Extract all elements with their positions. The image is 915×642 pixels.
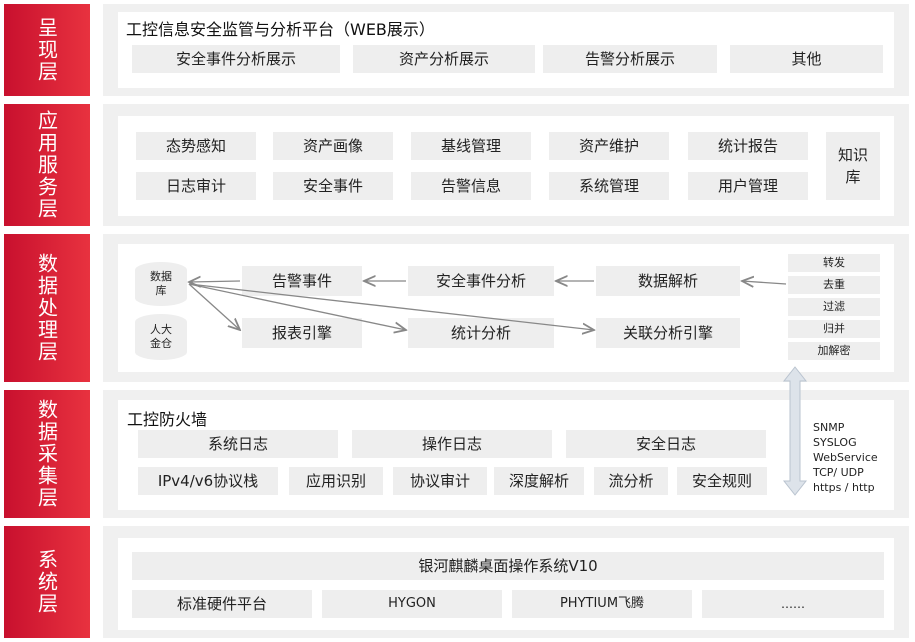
log-operation: 操作日志 (352, 430, 552, 458)
op-encrypt-decrypt: 加解密 (788, 342, 880, 360)
dp-sec-event-analysis: 安全事件分析 (408, 266, 554, 296)
op-filter: 过滤 (788, 298, 880, 316)
app-baseline-mgmt: 基线管理 (411, 132, 531, 160)
layer-label-app-service: 应用服务层 (4, 104, 90, 226)
dp-data-parse: 数据解析 (596, 266, 740, 296)
feat-flow-analysis: 流分析 (594, 467, 668, 495)
dp-correlation-engine: 关联分析引擎 (596, 318, 740, 348)
app-situation-awareness: 态势感知 (136, 132, 256, 160)
op-merge: 归并 (788, 320, 880, 338)
firewall-title: 工控防火墙 (127, 410, 208, 429)
app-log-audit: 日志审计 (136, 172, 256, 200)
arrow-db-to-report (188, 283, 240, 330)
feat-deep-parse: 深度解析 (494, 467, 584, 495)
arrow-db-to-stat (188, 283, 406, 330)
presentation-item-alert: 告警分析展示 (543, 45, 717, 73)
db-cylinder-1: 数据库 (135, 262, 187, 306)
app-knowledge-base: 知识库 (826, 132, 880, 200)
app-system-mgmt: 系统管理 (549, 172, 669, 200)
arrow-db-to-correlation (188, 283, 594, 330)
app-alert-info: 告警信息 (411, 172, 531, 200)
platform-standard-hw: 标准硬件平台 (132, 590, 312, 618)
db-label: 数据库 (150, 270, 172, 297)
protocol-tcp-udp: TCP/ UDP (813, 466, 864, 479)
feat-app-identify: 应用识别 (289, 467, 383, 495)
platform-more: …… (702, 590, 884, 618)
layer-label-data-processing: 数据处理层 (4, 234, 90, 382)
app-user-mgmt: 用户管理 (688, 172, 808, 200)
feat-security-rules: 安全规则 (677, 467, 767, 495)
inner-data-processing (118, 244, 894, 372)
platform-hygon: HYGON (322, 590, 502, 618)
log-security: 安全日志 (566, 430, 766, 458)
layer-label-presentation: 呈现层 (4, 4, 90, 96)
presentation-item-other: 其他 (730, 45, 883, 73)
log-system: 系统日志 (138, 430, 338, 458)
system-os: 银河麒麟桌面操作系统V10 (132, 552, 884, 580)
presentation-item-security-event: 安全事件分析展示 (132, 45, 340, 73)
app-asset-maintenance: 资产维护 (549, 132, 669, 160)
app-asset-profile: 资产画像 (273, 132, 393, 160)
layer-label-system: 系统层 (4, 526, 90, 638)
presentation-item-asset: 资产分析展示 (353, 45, 535, 73)
protocol-syslog: SYSLOG (813, 436, 857, 449)
protocol-list: SNMP SYSLOG WebService TCP/ UDP https / … (813, 420, 878, 495)
protocol-snmp: SNMP (813, 421, 845, 434)
protocol-webservice: WebService (813, 451, 878, 464)
app-stat-report: 统计报告 (688, 132, 808, 160)
dp-report-engine: 报表引擎 (242, 318, 362, 348)
db-cylinder-2: 人大金仓 (135, 314, 187, 360)
arrow-ops-to-parse (742, 281, 787, 284)
dp-alert-event: 告警事件 (242, 266, 362, 296)
arrow-alert-to-db (189, 281, 241, 282)
double-arrow-collect-process (782, 366, 808, 496)
op-dedupe: 去重 (788, 276, 880, 294)
op-forward: 转发 (788, 254, 880, 272)
feat-ipv4v6-stack: IPv4/v6协议栈 (138, 467, 278, 495)
protocol-https-http: https / http (813, 481, 875, 494)
db-kingbase-label: 人大金仓 (150, 323, 172, 350)
presentation-title: 工控信息安全监管与分析平台（WEB展示） (126, 20, 435, 39)
layer-label-data-collection: 数据采集层 (4, 390, 90, 518)
app-security-event: 安全事件 (273, 172, 393, 200)
feat-protocol-audit: 协议审计 (393, 467, 487, 495)
platform-phytium: PHYTIUM飞腾 (512, 590, 692, 618)
